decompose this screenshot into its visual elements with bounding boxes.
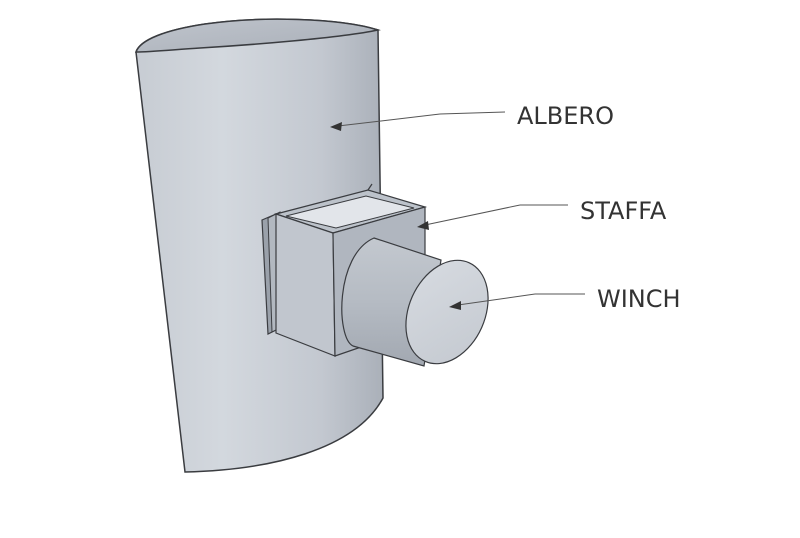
bracket-front-face [275, 213, 336, 357]
arrowhead-mast [330, 122, 342, 131]
winch [341, 237, 489, 367]
winch-end-cap [405, 259, 489, 365]
leader-line-bracket-2 [424, 204, 521, 226]
callout-bracket: STAFFA [417, 197, 667, 230]
callout-winch: WINCH [449, 285, 681, 313]
bracket-top-inner [285, 195, 415, 229]
label-mast: ALBERO [517, 102, 614, 130]
leader-line-mast-2 [337, 113, 441, 127]
arrowhead-winch [449, 301, 461, 310]
mast [134, 18, 384, 473]
leader-line-winch-2 [457, 293, 536, 306]
arrowhead-bracket [417, 221, 429, 230]
mast-top-face [134, 18, 381, 53]
leader-line-mast [439, 111, 506, 115]
label-winch: WINCH [597, 285, 681, 313]
bracket-flange [367, 183, 373, 191]
label-bracket: STAFFA [580, 197, 667, 225]
callout-mast: ALBERO [330, 102, 614, 131]
